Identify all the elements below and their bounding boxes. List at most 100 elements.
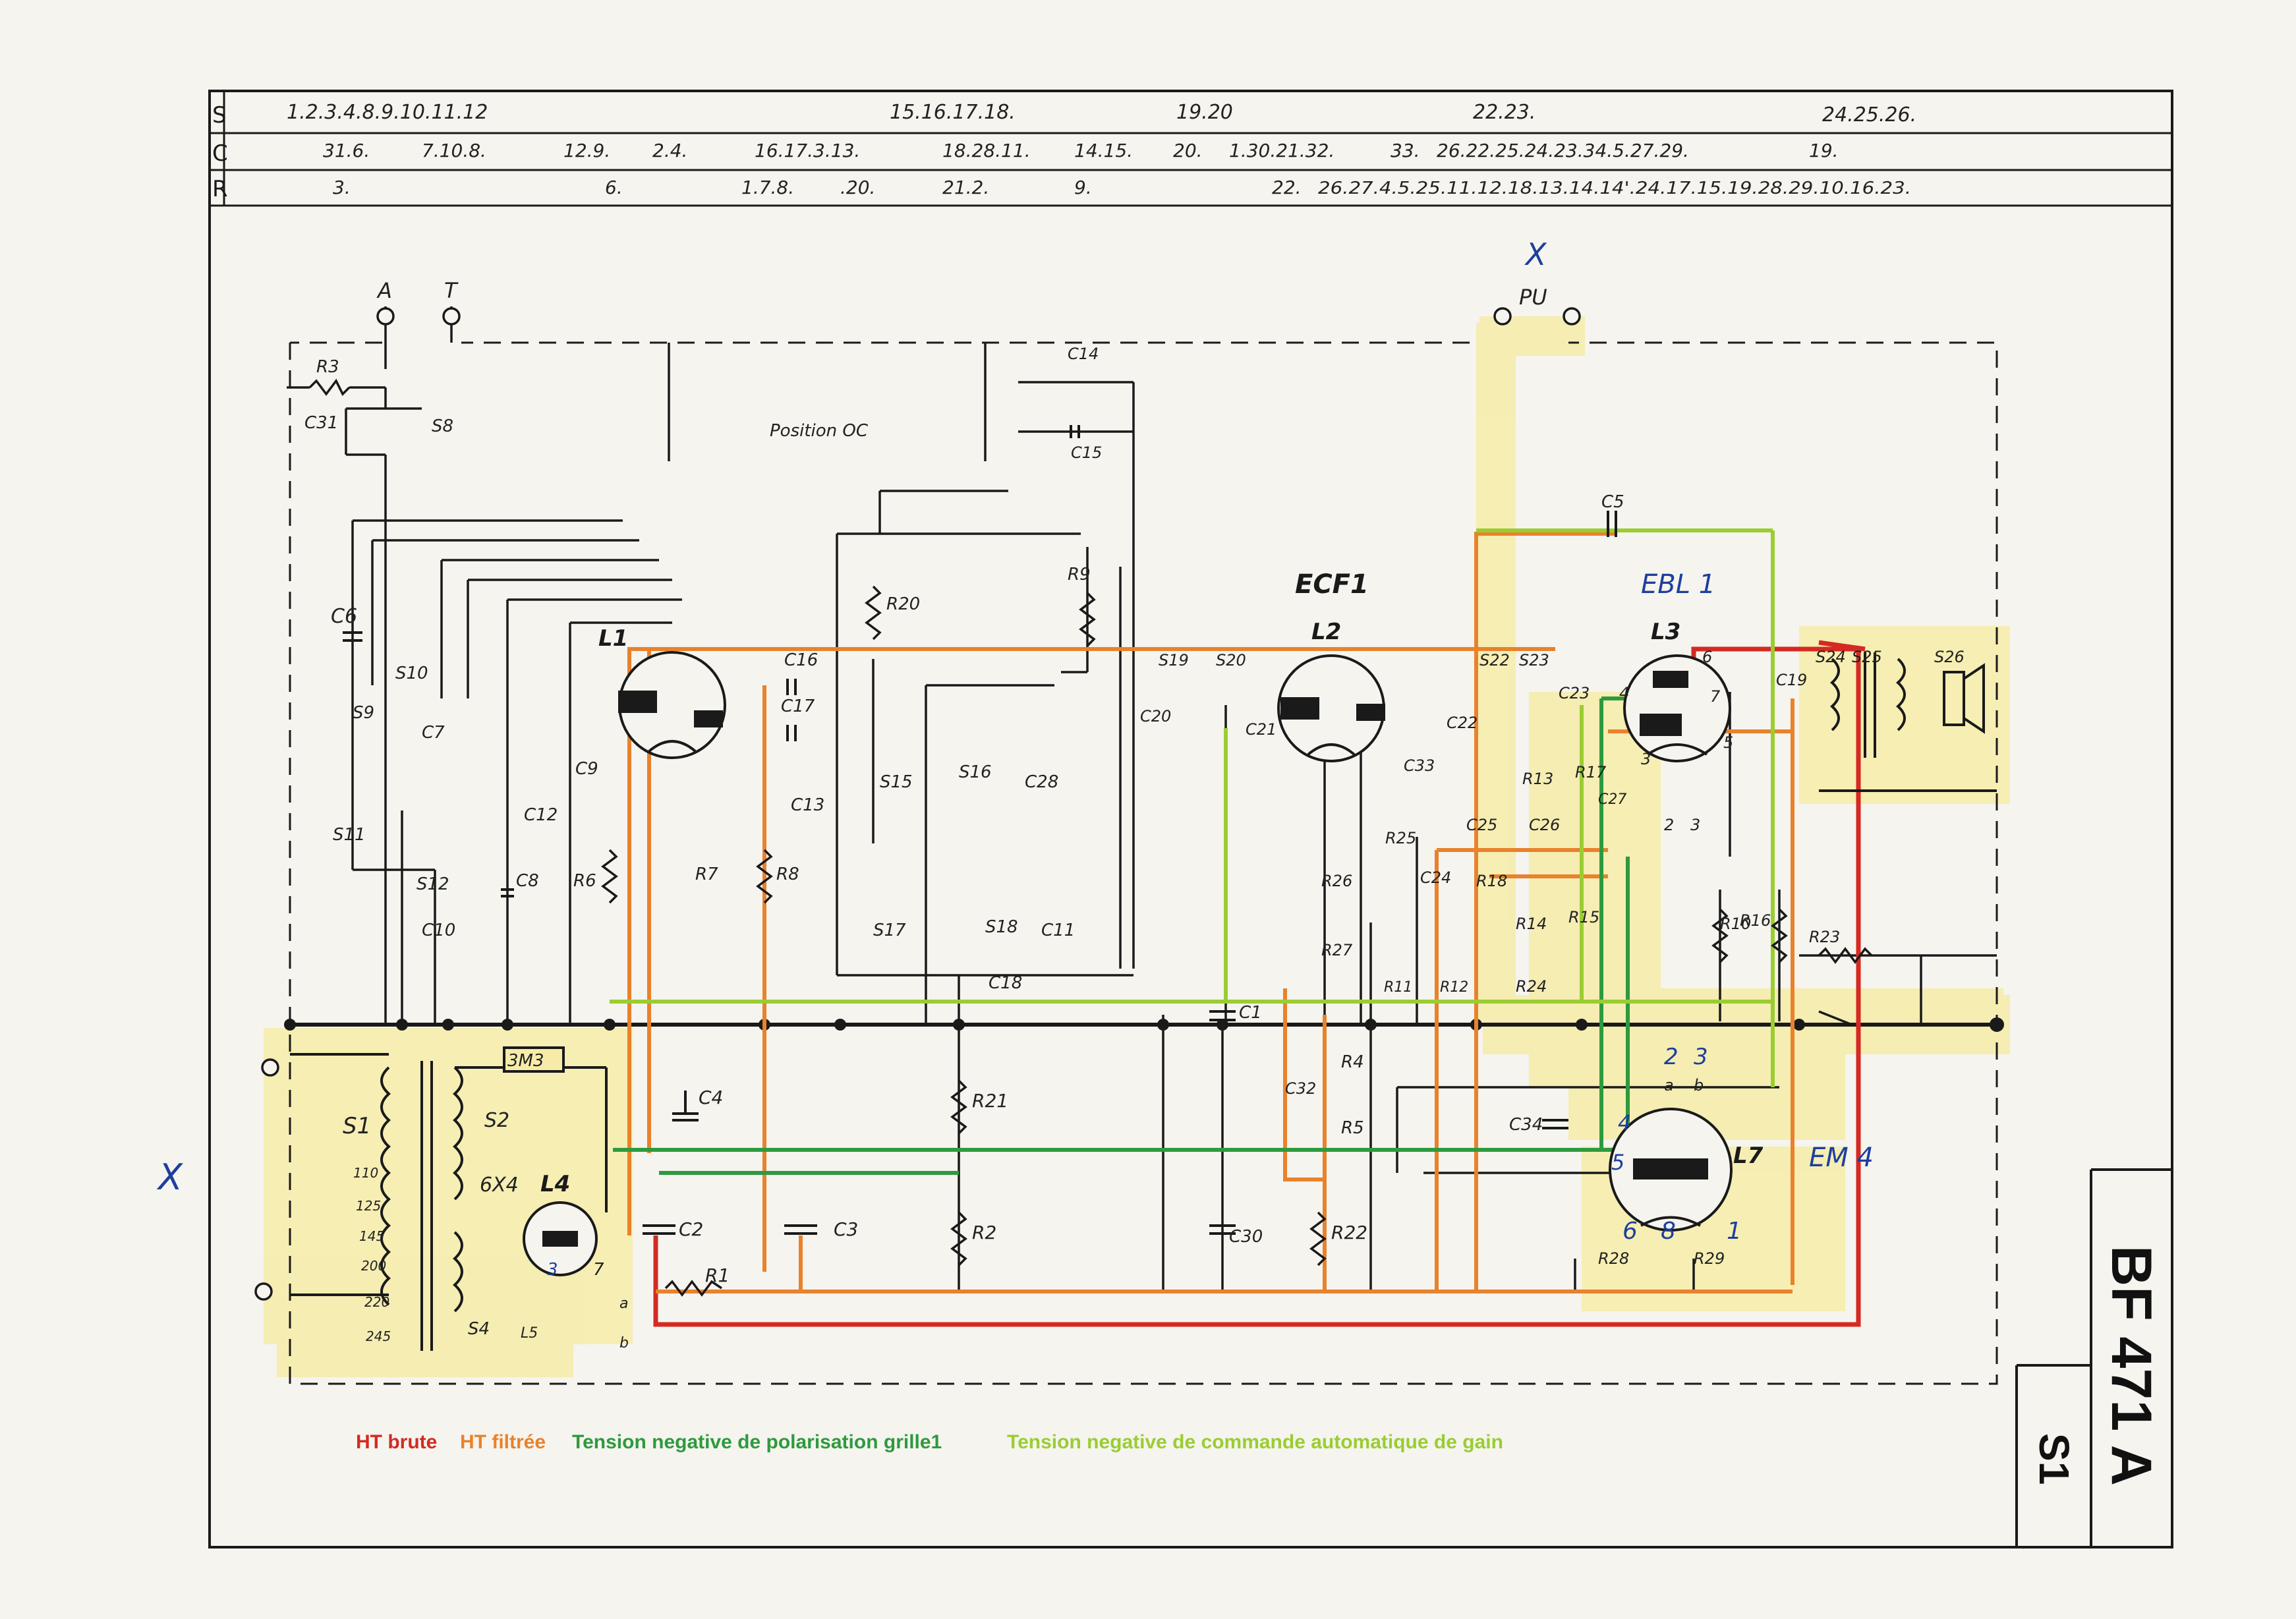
pin-label: 3 bbox=[1690, 816, 1700, 834]
component-label: R26 bbox=[1321, 872, 1352, 890]
position-oc-label: Position OC bbox=[770, 421, 869, 441]
model-number: BF 471 A bbox=[2100, 1245, 2163, 1486]
component-label: R12 bbox=[1440, 979, 1468, 996]
tube-label: L2 bbox=[1311, 619, 1341, 645]
component-label: S19 bbox=[1159, 651, 1189, 669]
component-label: R23 bbox=[1809, 928, 1840, 946]
component-label: C19 bbox=[1776, 671, 1807, 689]
cross-mark: X bbox=[1524, 237, 1547, 272]
table-cell: 22. bbox=[1272, 177, 1302, 198]
component-label: C9 bbox=[575, 759, 598, 779]
table-row-key: R bbox=[212, 176, 228, 202]
component-label: S4 bbox=[468, 1319, 490, 1339]
mains-tap: 110 bbox=[353, 1165, 378, 1181]
component-label: S8 bbox=[432, 416, 453, 436]
component-label: C28 bbox=[1025, 772, 1058, 792]
component-label: C30 bbox=[1229, 1227, 1263, 1247]
component-label: R27 bbox=[1321, 941, 1353, 959]
component-label: L5 bbox=[521, 1325, 538, 1342]
component-label: C32 bbox=[1285, 1079, 1316, 1098]
cross-mark: X bbox=[156, 1156, 183, 1198]
component-label: C31 bbox=[304, 413, 338, 433]
pin-label: 8 bbox=[1661, 1218, 1676, 1245]
component-label: R21 bbox=[972, 1090, 1008, 1112]
component-label: S10 bbox=[395, 664, 428, 683]
table-cell: 22.23. bbox=[1473, 101, 1535, 124]
component-label: C2 bbox=[679, 1218, 703, 1240]
component-label: S17 bbox=[873, 921, 906, 940]
earth-label: T bbox=[444, 278, 459, 303]
highlight-regions bbox=[264, 316, 2010, 1377]
mains-tap: 220 bbox=[364, 1294, 389, 1310]
component-label: C4 bbox=[699, 1087, 723, 1108]
component-label: S25 bbox=[1852, 648, 1882, 666]
component-label: C27 bbox=[1598, 791, 1626, 808]
component-label: S12 bbox=[416, 874, 449, 894]
component-label: R15 bbox=[1568, 908, 1599, 926]
pin-label: b bbox=[1694, 1076, 1704, 1094]
component-label: R6 bbox=[573, 871, 596, 891]
component-label: C13 bbox=[791, 795, 824, 815]
table-cell: 2.4. bbox=[652, 140, 687, 161]
table-row-key: S bbox=[212, 102, 227, 128]
component-label: R1 bbox=[705, 1264, 730, 1286]
tube-label: L1 bbox=[598, 625, 628, 652]
component-label: R22 bbox=[1331, 1222, 1367, 1243]
component-label: C24 bbox=[1420, 868, 1451, 887]
component-label: S22 bbox=[1479, 651, 1510, 669]
component-label: C11 bbox=[1041, 921, 1075, 940]
table-cell: 18.28.11. bbox=[942, 140, 1031, 161]
pin-label: 6 bbox=[1702, 648, 1712, 666]
component-label: R17 bbox=[1575, 763, 1607, 781]
tube-type: 6X4 bbox=[480, 1174, 519, 1197]
table-cell: 33. bbox=[1391, 140, 1420, 161]
component-label: S24 bbox=[1816, 648, 1846, 666]
component-label: S20 bbox=[1216, 651, 1246, 669]
component-label: C6 bbox=[331, 605, 357, 628]
pickup-label: PU bbox=[1519, 285, 1547, 310]
component-label: R4 bbox=[1341, 1052, 1364, 1072]
component-label: S15 bbox=[880, 772, 913, 792]
component-label: C33 bbox=[1404, 756, 1435, 775]
pin-label: 5 bbox=[1611, 1150, 1624, 1175]
component-label: C23 bbox=[1559, 684, 1590, 702]
drawing-frame bbox=[208, 90, 2173, 1548]
table-row-key: C bbox=[212, 140, 228, 167]
pin-label: 3 bbox=[1641, 750, 1651, 768]
component-label: C15 bbox=[1071, 443, 1102, 462]
component-label: C1 bbox=[1239, 1003, 1262, 1023]
component-label: C7 bbox=[422, 723, 445, 743]
legend-cag: Tension negative de commande automatique… bbox=[1007, 1431, 1503, 1453]
component-label: C8 bbox=[516, 871, 539, 891]
component-label: R24 bbox=[1516, 977, 1547, 996]
antenna-label: A bbox=[376, 278, 392, 303]
pin-label: 6 bbox=[1622, 1218, 1638, 1245]
ht-filtree-wires bbox=[627, 532, 1794, 1293]
component-label: R20 bbox=[886, 594, 920, 614]
component-label: R18 bbox=[1476, 872, 1507, 890]
component-label: S18 bbox=[985, 917, 1018, 937]
component-label: S11 bbox=[333, 825, 366, 845]
component-label: C21 bbox=[1246, 720, 1277, 739]
component-label: C3 bbox=[834, 1218, 858, 1240]
pin-label: 7 bbox=[1710, 687, 1721, 706]
legend-polarisation: Tension negative de polarisation grille1 bbox=[572, 1431, 942, 1453]
component-label: R7 bbox=[695, 865, 718, 884]
component-label: R9 bbox=[1068, 565, 1091, 584]
resistor-symbols bbox=[308, 378, 1873, 1297]
pin-label: 4 bbox=[1618, 1110, 1631, 1135]
tube-type: EBL 1 bbox=[1641, 569, 1715, 600]
tube-l7 bbox=[1609, 1108, 1733, 1232]
tube-l4 bbox=[523, 1201, 598, 1276]
component-label: C16 bbox=[784, 650, 818, 670]
component-table: S C R 1.2.3.4.8.9.10.11.12 15.16.17.18. … bbox=[212, 101, 1916, 202]
schematic-labels: A T PU X X Position OC L1 L2 ECF1 L3 EBL… bbox=[156, 237, 1965, 1351]
component-label: C5 bbox=[1601, 492, 1624, 512]
tube-label: L3 bbox=[1651, 619, 1680, 645]
tube-l3 bbox=[1623, 654, 1731, 762]
ht-brute-wire bbox=[653, 640, 1866, 1327]
table-cell: 1.30.21.32. bbox=[1229, 140, 1335, 161]
pin-label: a bbox=[619, 1295, 628, 1312]
mains-tap: 245 bbox=[366, 1328, 391, 1344]
